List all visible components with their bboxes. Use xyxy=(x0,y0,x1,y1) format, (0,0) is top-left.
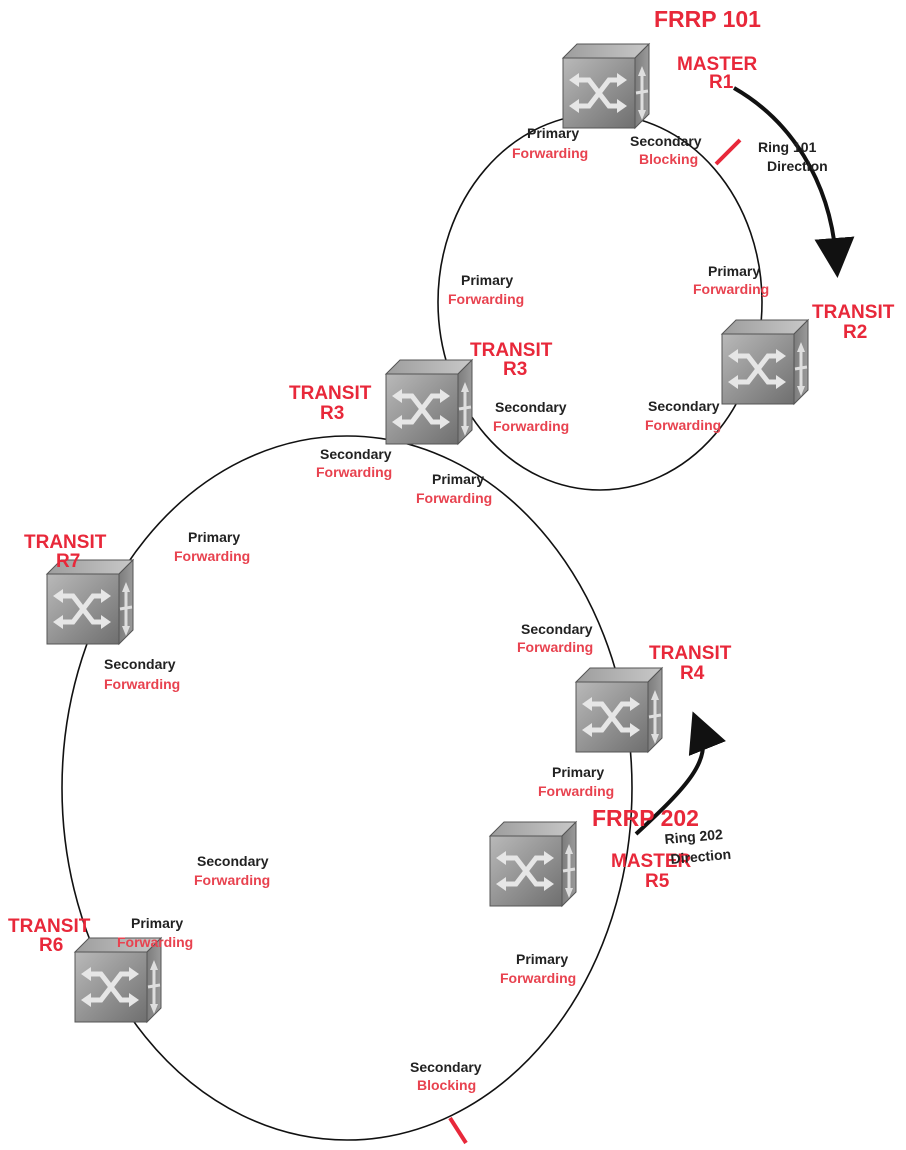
r2-secondary-port: Secondary xyxy=(648,398,720,414)
r7-primary-state: Forwarding xyxy=(174,548,250,564)
ring-202-direction-line2: Direction xyxy=(670,846,732,867)
r1-secondary-port: Secondary xyxy=(630,133,702,149)
r2-primary-state: Forwarding xyxy=(693,281,769,297)
r6-primary-port: Primary xyxy=(131,915,183,931)
node-r5-role: MASTER xyxy=(611,851,692,872)
ring-202-name: FRRP 202 xyxy=(592,805,699,831)
ring-202-direction-arrow xyxy=(634,711,726,836)
node-r3-ring202-id: R3 xyxy=(320,403,344,424)
node-r7-role: TRANSIT xyxy=(24,532,107,553)
switch-r1-icon xyxy=(563,44,649,128)
r4-secondary-port: Secondary xyxy=(521,621,593,637)
r5-secondary-port: Secondary xyxy=(410,1059,482,1075)
switch-r6-icon xyxy=(75,938,161,1022)
switch-r3-icon xyxy=(386,360,472,444)
r7-secondary-port: Secondary xyxy=(104,656,176,672)
r6-primary-state: Forwarding xyxy=(117,934,193,950)
r7-secondary-state: Forwarding xyxy=(104,676,180,692)
node-r3-ring101-role: TRANSIT xyxy=(470,340,553,361)
r3-ring202-primary-state: Forwarding xyxy=(416,490,492,506)
switch-r5-icon xyxy=(490,822,576,906)
r1-primary-state: Forwarding xyxy=(512,145,588,161)
r3-ring101-secondary-port: Secondary xyxy=(495,399,567,415)
switch-r2-icon xyxy=(722,320,808,404)
switch-r7-icon xyxy=(47,560,133,644)
r5-primary-state: Forwarding xyxy=(500,970,576,986)
ring-202-direction-line1: Ring 202 xyxy=(664,826,724,847)
node-r2-role: TRANSIT xyxy=(812,302,895,323)
node-r6-id: R6 xyxy=(39,935,63,956)
r2-primary-port: Primary xyxy=(708,263,760,279)
switch-r4-icon xyxy=(576,668,662,752)
node-r1-id: R1 xyxy=(709,72,734,93)
r7-primary-port: Primary xyxy=(188,529,240,545)
node-r1-role: MASTER xyxy=(677,54,758,75)
node-r5-id: R5 xyxy=(645,871,670,892)
ring-202-blocked-marker xyxy=(448,1116,468,1145)
r1-primary-port: Primary xyxy=(527,125,579,141)
node-r7-id: R7 xyxy=(56,551,80,572)
node-r2-id: R2 xyxy=(843,322,867,343)
ring-101-name: FRRP 101 xyxy=(654,6,761,32)
r4-primary-state: Forwarding xyxy=(538,783,614,799)
ring-202-loop xyxy=(61,435,633,1141)
r6-secondary-state: Forwarding xyxy=(194,872,270,888)
r3-ring202-primary-port: Primary xyxy=(432,471,484,487)
ring-101-direction-line1: Ring 101 xyxy=(758,139,817,155)
node-r4-role: TRANSIT xyxy=(649,643,732,664)
r3-ring101-secondary-state: Forwarding xyxy=(493,418,569,434)
r6-secondary-port: Secondary xyxy=(197,853,269,869)
r2-secondary-state: Forwarding xyxy=(645,417,721,433)
ring-101-direction-arrow xyxy=(733,86,855,278)
r5-primary-port: Primary xyxy=(516,951,568,967)
ring-101-direction-line2: Direction xyxy=(767,158,828,174)
node-r3-ring202-role: TRANSIT xyxy=(289,383,372,404)
ring-101-blocked-marker xyxy=(714,138,742,166)
r5-secondary-state: Blocking xyxy=(417,1077,476,1093)
node-r6-role: TRANSIT xyxy=(8,916,91,937)
r3-ring202-secondary-port: Secondary xyxy=(320,446,392,462)
node-r4-id: R4 xyxy=(680,663,705,684)
r4-primary-port: Primary xyxy=(552,764,604,780)
r3-ring101-primary-state: Forwarding xyxy=(448,291,524,307)
r1-secondary-state: Blocking xyxy=(639,151,698,167)
r3-ring202-secondary-state: Forwarding xyxy=(316,464,392,480)
node-r3-ring101-id: R3 xyxy=(503,359,527,380)
r4-secondary-state: Forwarding xyxy=(517,639,593,655)
r3-ring101-primary-port: Primary xyxy=(461,272,513,288)
